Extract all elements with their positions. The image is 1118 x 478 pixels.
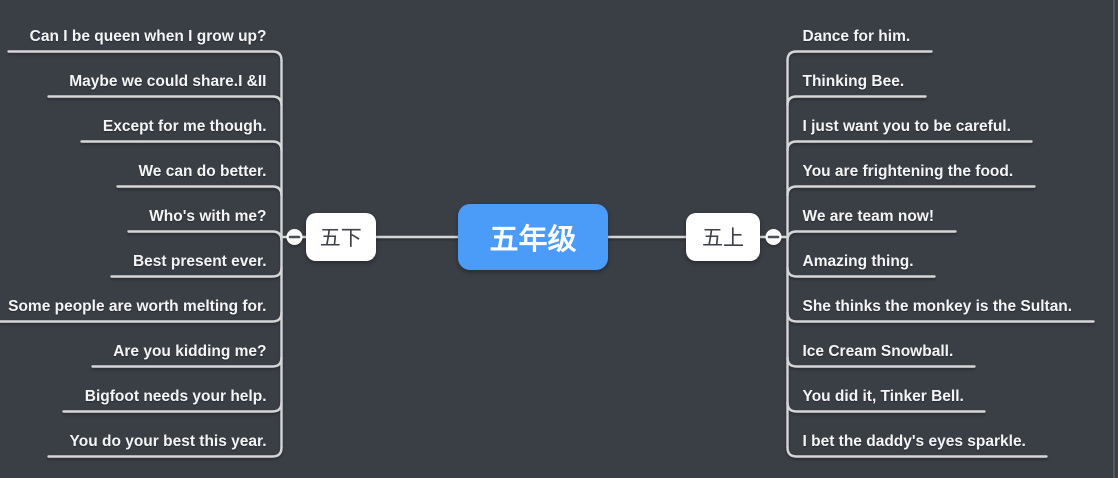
right-topic-item[interactable]: Thinking Bee. (802, 72, 905, 90)
connector-line (80, 140, 283, 152)
right-topic-item[interactable]: You did it, Tinker Bell. (802, 387, 964, 405)
right-topic-item[interactable]: Ice Cream Snowball. (802, 342, 954, 360)
connector-line (786, 95, 927, 107)
connector-line (786, 446, 1048, 458)
left-collapse-button[interactable] (286, 229, 303, 245)
connector-line (786, 230, 957, 242)
connector-line (786, 140, 1033, 152)
left-topic-item[interactable]: Bigfoot needs your help. (84, 387, 267, 405)
connector-line (47, 446, 283, 458)
right-topic-item[interactable]: Amazing thing. (802, 252, 914, 270)
left-topic-item[interactable]: We can do better. (138, 162, 267, 180)
connector-line (786, 50, 933, 62)
branch-node-label: 五下 (319, 226, 362, 250)
connector-line (47, 95, 283, 107)
right-topic-item[interactable]: You are frightening the food. (802, 162, 1014, 180)
right-collapse-button[interactable] (765, 229, 782, 245)
left-topic-item[interactable]: You do your best this year. (69, 432, 267, 450)
central-topic-node[interactable]: 五年级 (458, 204, 608, 270)
branch-node-label: 五上 (702, 226, 744, 250)
branch-node-second-semester[interactable]: 五下 (306, 212, 376, 261)
canvas-right-edge-line (1113, 0, 1115, 478)
left-topic-item[interactable]: Except for me though. (102, 117, 267, 135)
right-topic-item[interactable]: She thinks the monkey is the Sultan. (802, 297, 1073, 315)
right-topic-item[interactable]: Dance for him. (802, 27, 911, 45)
connector-line (786, 185, 1036, 197)
connector-line (7, 50, 283, 62)
central-topic-label: 五年级 (489, 224, 577, 256)
connector-line (127, 230, 283, 242)
right-topic-item[interactable]: We are team now! (802, 207, 935, 225)
left-topic-item[interactable]: Maybe we could share.I &II (69, 72, 267, 90)
left-topic-item[interactable]: Can I be queen when I grow up? (29, 27, 267, 45)
branch-node-first-semester[interactable]: 五上 (686, 213, 760, 261)
left-topic-item[interactable]: Some people are worth melting for. (8, 297, 267, 315)
left-topic-item[interactable]: Best present ever. (132, 252, 267, 270)
right-topic-item[interactable]: I bet the daddy's eyes sparkle. (802, 432, 1026, 450)
left-topic-item[interactable]: Are you kidding me? (113, 342, 267, 360)
connector-line (116, 185, 283, 197)
right-topic-item[interactable]: I just want you to be careful. (802, 117, 1011, 135)
left-topic-item[interactable]: Who's with me? (149, 207, 267, 225)
